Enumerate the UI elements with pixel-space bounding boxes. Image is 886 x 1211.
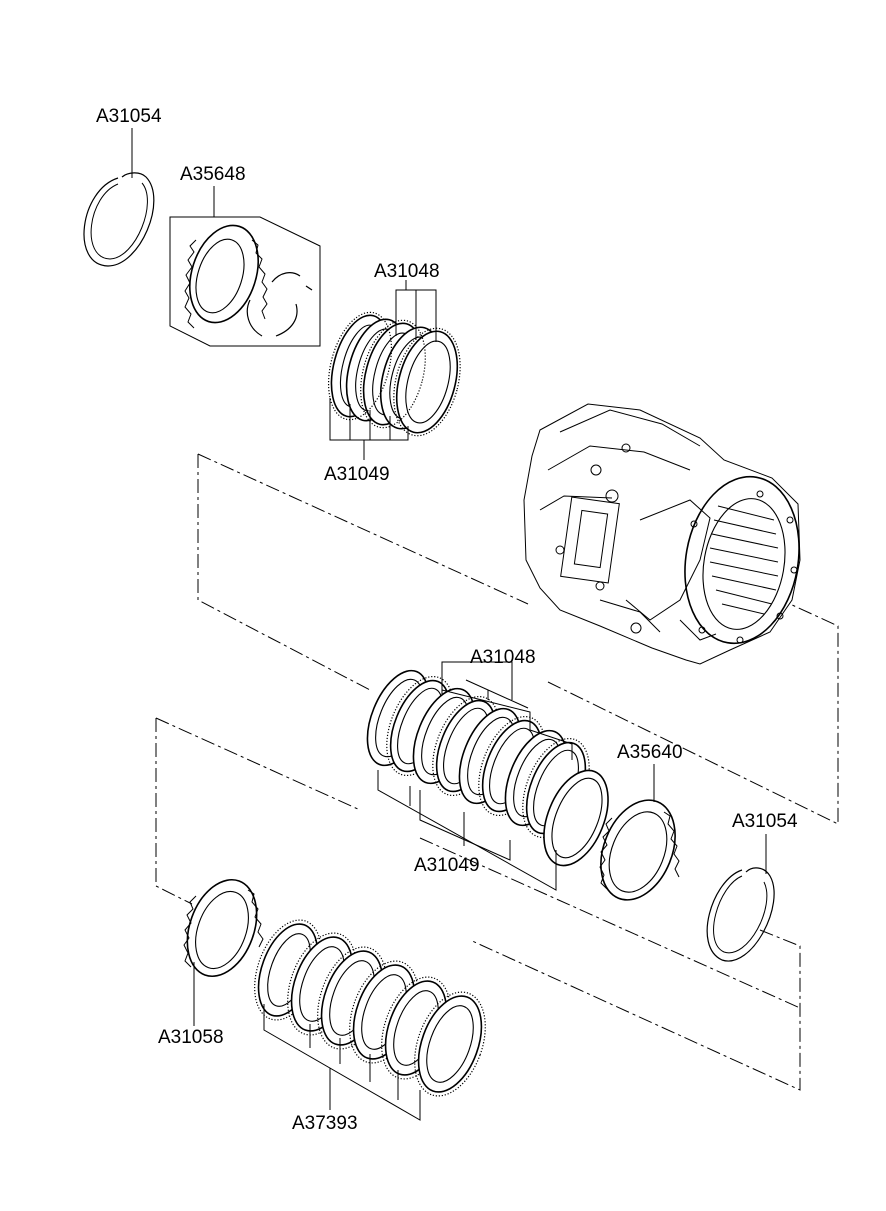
label-a31054-right: A31054 bbox=[732, 811, 798, 832]
label-a31048-mid: A31048 bbox=[470, 647, 536, 668]
clutch-pack-middle bbox=[366, 661, 609, 891]
snap-ring-right bbox=[706, 834, 775, 962]
label-a31058: A31058 bbox=[158, 1027, 224, 1048]
label-a31054-top: A31054 bbox=[96, 106, 162, 127]
retainer-kit-box bbox=[169, 186, 321, 347]
label-a31049-top: A31049 bbox=[324, 464, 390, 485]
snap-ring-top-left bbox=[83, 128, 155, 267]
pressure-plate-a31058 bbox=[183, 878, 264, 1026]
label-a31049-mid: A31049 bbox=[414, 855, 480, 876]
label-a31048-top: A31048 bbox=[374, 261, 440, 282]
friction-disc-pack-a37393 bbox=[254, 919, 486, 1121]
label-a35640: A35640 bbox=[617, 742, 683, 763]
label-a37393: A37393 bbox=[292, 1113, 358, 1134]
alignment-leaders bbox=[155, 453, 839, 1091]
label-a35648: A35648 bbox=[180, 164, 246, 185]
clutch-pack-top bbox=[327, 280, 461, 460]
transmission-case bbox=[523, 403, 801, 665]
retainer-plate-a35640 bbox=[599, 764, 680, 901]
